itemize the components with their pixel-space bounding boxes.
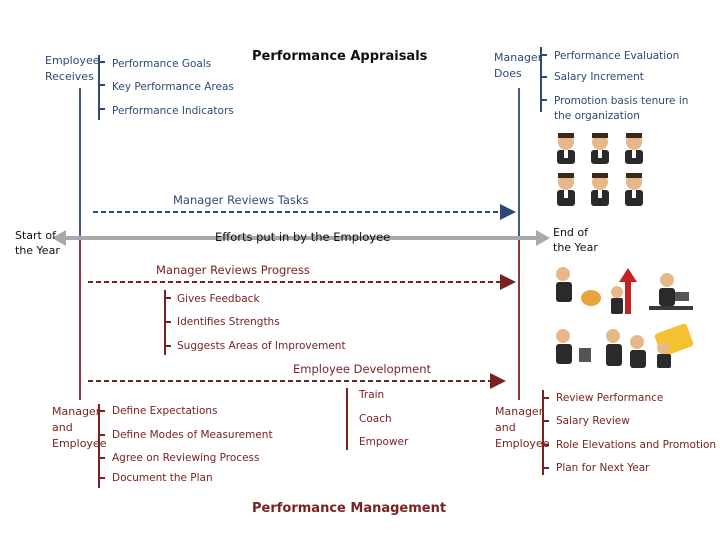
manager-does-item: the organization <box>554 110 640 122</box>
right-bottom-item: Review Performance <box>556 392 664 404</box>
businessman-figure <box>625 133 643 164</box>
left-bottom-item: Document the Plan <box>112 472 213 484</box>
right-manager-employee-label-1: Manager <box>495 405 544 418</box>
employee-development-label: Employee Development <box>293 362 432 376</box>
left-manager-employee-label-2: and <box>52 421 73 434</box>
development-item: Empower <box>359 436 409 448</box>
left-manager-employee-label-1: Manager <box>52 405 101 418</box>
start-of-year-label-1: Start of <box>15 229 56 242</box>
efforts-label: Efforts put in by the Employee <box>215 230 391 244</box>
page-title: Performance Appraisals <box>252 49 428 64</box>
manager-reviews-tasks-label: Manager Reviews Tasks <box>173 193 309 207</box>
manager-does-label-1: Manager <box>494 51 543 64</box>
businessman-figure <box>557 173 575 206</box>
businessmen-meeting-icon <box>606 329 646 368</box>
employee-receives-item: Performance Indicators <box>112 105 234 117</box>
manager-does-item: Promotion basis tenure in <box>554 95 689 107</box>
right-manager-employee-label-3: Employee <box>495 437 550 450</box>
right-bottom-item: Salary Review <box>556 415 630 427</box>
development-item: Coach <box>359 413 392 425</box>
manager-reviews-progress-label: Manager Reviews Progress <box>156 263 310 277</box>
right-bottom-item: Plan for Next Year <box>556 462 650 474</box>
left-manager-employee-label-3: Employee <box>52 437 107 450</box>
left-bottom-item: Define Modes of Measurement <box>112 429 273 441</box>
businessman-figure <box>557 133 575 164</box>
right-manager-employee-label-2: and <box>495 421 516 434</box>
right-bottom-item: Role Elevations and Promotion <box>556 439 717 451</box>
start-of-year-label-2: the Year <box>15 244 60 257</box>
businessman-figure <box>591 173 609 206</box>
employee-receives-item: Performance Goals <box>112 58 212 70</box>
employee-receives-label-1: Employee <box>45 54 100 67</box>
footer-title: Performance Management <box>252 501 447 516</box>
left-bottom-item: Define Expectations <box>112 405 218 417</box>
left-bottom-item: Agree on Reviewing Process <box>112 452 260 464</box>
manager-does-item: Salary Increment <box>554 71 644 83</box>
businessman-chair-icon <box>556 329 591 364</box>
employee-receives-item: Key Performance Areas <box>112 81 234 93</box>
businessman-piggy-bank-icon <box>556 267 601 306</box>
manager-does-label-2: Does <box>494 67 522 80</box>
business-scenes-illustration <box>556 267 694 368</box>
progress-item: Identifies Strengths <box>177 316 280 328</box>
employee-receives-label-2: Receives <box>45 70 94 83</box>
end-of-year-label-2: the Year <box>553 241 598 254</box>
businessman-laptop-icon <box>649 273 693 310</box>
progress-item: Gives Feedback <box>177 293 260 305</box>
progress-item: Suggests Areas of Improvement <box>177 340 346 352</box>
end-of-year-label-1: End of <box>553 226 589 239</box>
development-item: Train <box>359 389 385 401</box>
businessman-figure <box>591 133 609 164</box>
businessman-card-icon <box>654 323 694 368</box>
manager-does-item: Performance Evaluation <box>554 50 680 62</box>
rising-arrow-icon <box>611 268 637 314</box>
businessmen-illustration <box>557 133 643 206</box>
businessman-figure <box>625 173 643 206</box>
